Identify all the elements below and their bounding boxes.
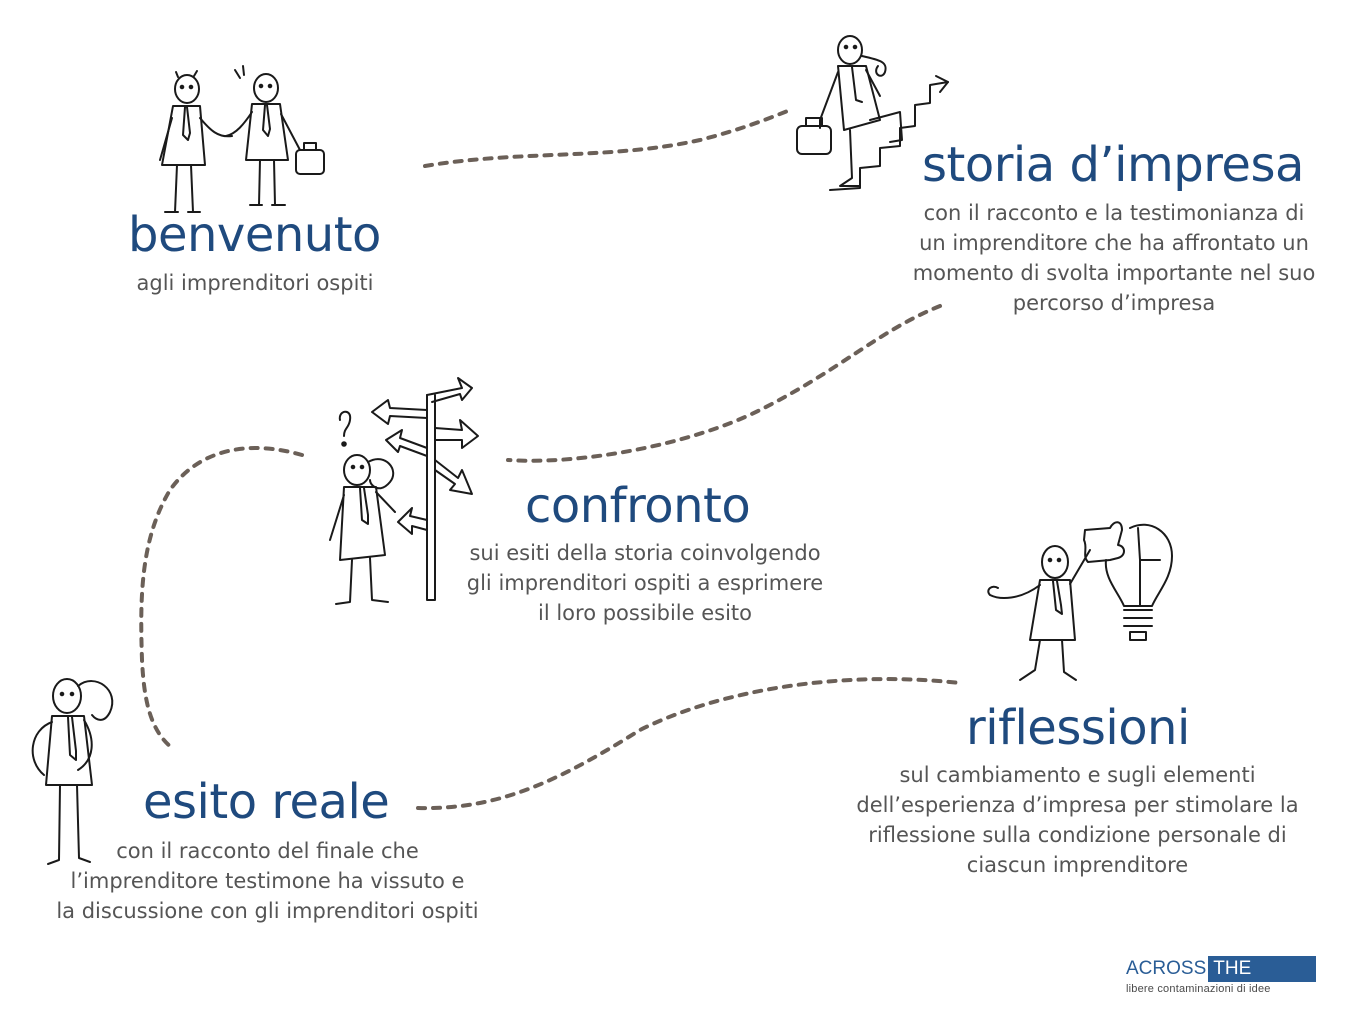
- logo-part-the-people: THE PEOPLE: [1208, 956, 1316, 1005]
- logo-wordmark: ACROSS THE PEOPLE: [1126, 956, 1316, 1005]
- esito-line: con il racconto del finale che: [116, 839, 419, 863]
- path-storia-confronto: [506, 304, 942, 463]
- confronto-description: sui esiti della storia coinvolgendo gli …: [425, 538, 865, 628]
- confronto-line: gli imprenditori ospiti a esprimere: [466, 571, 824, 595]
- esito-line: l’imprenditore testimone ha vissuto e: [70, 869, 465, 893]
- storia-line: con il racconto e la testimonianza di: [923, 201, 1305, 225]
- thinking-man-icon: [31, 678, 114, 865]
- riflessioni-line: sul cambiamento e sugli elementi: [899, 763, 1256, 787]
- riflessioni-line: ciascun imprenditore: [966, 853, 1189, 877]
- logo-tagline: libere contaminazioni di idee: [1126, 983, 1271, 995]
- path-benvenuto-storia: [423, 108, 792, 168]
- confronto-line: sui esiti della storia coinvolgendo: [469, 541, 821, 565]
- riflessioni-line: riflessione sulla condizione personale d…: [868, 823, 1287, 847]
- logo-part-across: ACROSS: [1126, 958, 1207, 979]
- confronto-line: il loro possibile esito: [538, 601, 752, 625]
- handshake-icon: [159, 65, 325, 213]
- puzzle-bulb-icon: [987, 521, 1173, 681]
- esito-description: con il racconto del finale che l’imprend…: [15, 836, 520, 926]
- benvenuto-title: benvenuto: [128, 207, 381, 263]
- confronto-title: confronto: [525, 478, 751, 534]
- storia-line: momento di svolta importante nel suo: [912, 261, 1316, 285]
- benvenuto-description: agli imprenditori ospiti: [80, 268, 430, 298]
- riflessioni-line: dell’esperienza d’impresa per stimolare …: [856, 793, 1299, 817]
- climbing-stairs-icon: [796, 35, 949, 191]
- arrows-confusion-icon: [329, 377, 479, 605]
- storia-title: storia d’impresa: [922, 137, 1304, 193]
- riflessioni-title: riflessioni: [966, 700, 1190, 756]
- across-the-people-logo: ACROSS THE PEOPLE libere contaminazioni …: [1126, 956, 1316, 1005]
- storia-line: un imprenditore che ha affrontato un: [919, 231, 1309, 255]
- esito-line: la discussione con gli imprenditori ospi…: [56, 899, 479, 923]
- path-confronto-esito: [139, 446, 304, 750]
- path-esito-riflessioni: [416, 677, 962, 811]
- riflessioni-description: sul cambiamento e sugli elementi dell’es…: [820, 760, 1335, 880]
- benvenuto-line: agli imprenditori ospiti: [136, 271, 374, 295]
- storia-line: percorso d’impresa: [1012, 291, 1216, 315]
- storia-description: con il racconto e la testimonianza di un…: [884, 198, 1344, 318]
- esito-title: esito reale: [143, 774, 390, 830]
